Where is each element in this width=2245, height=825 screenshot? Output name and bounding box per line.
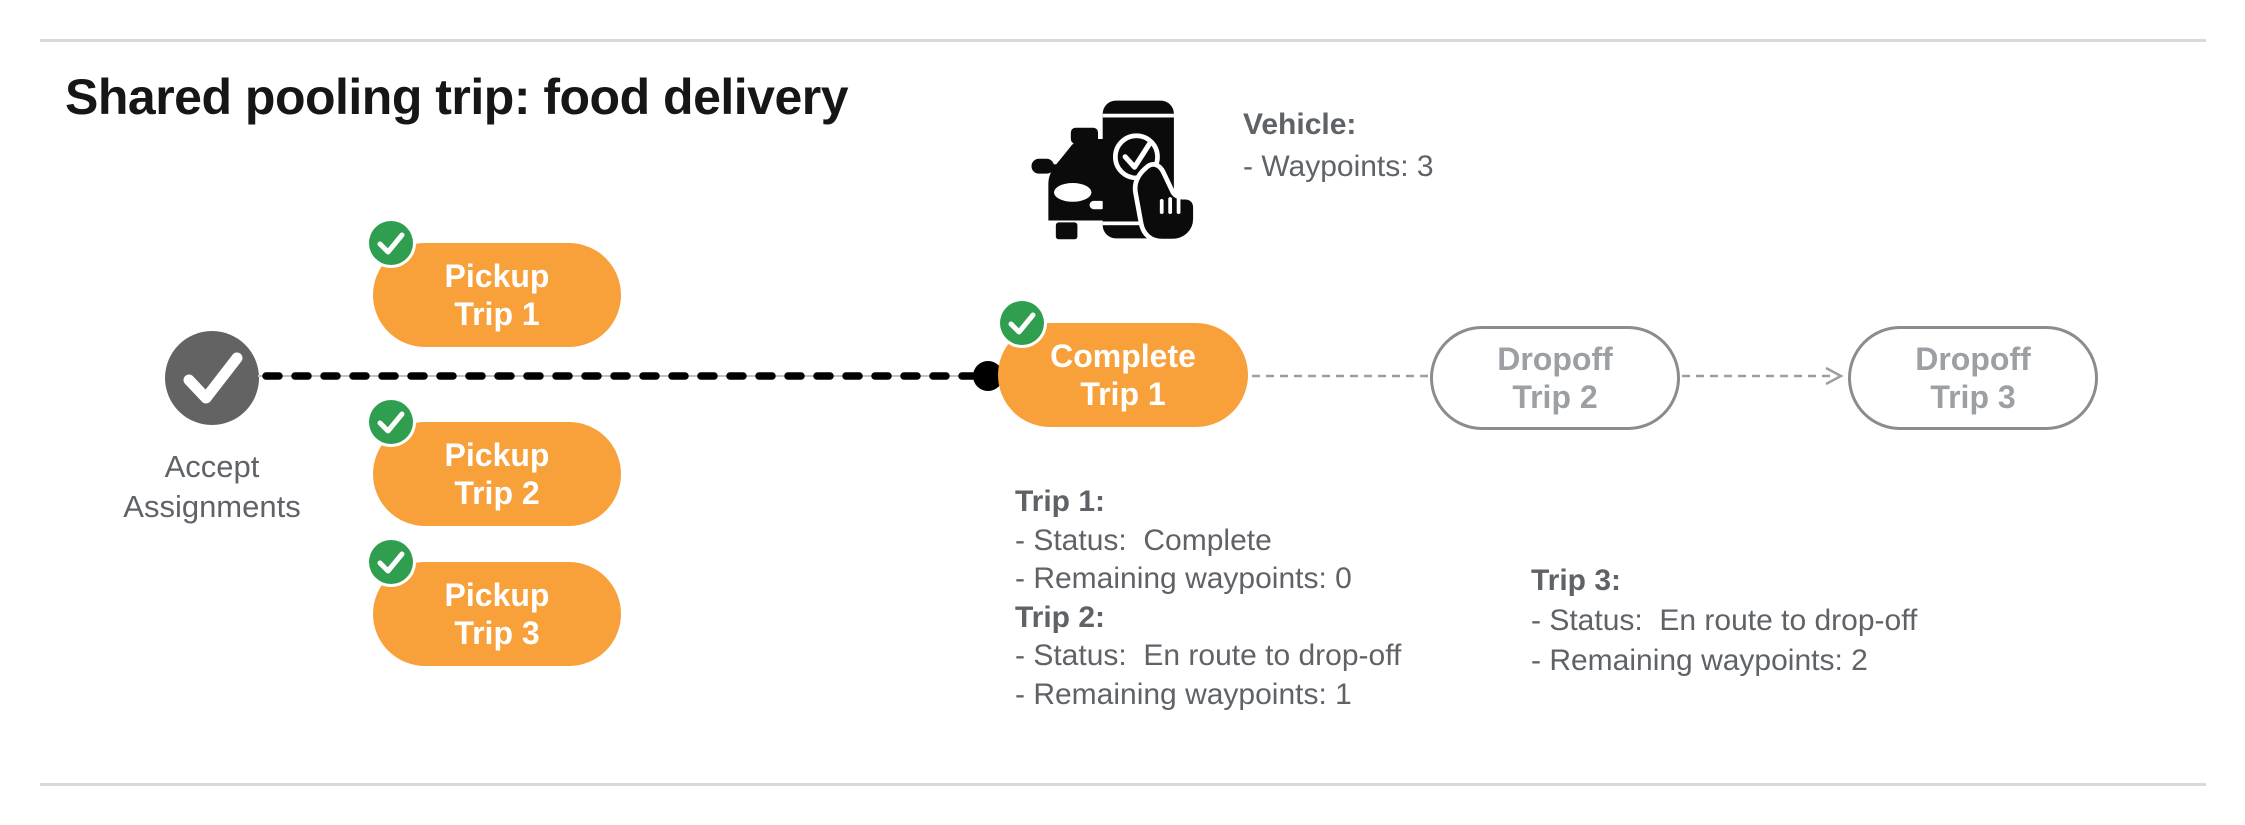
node-dropoff-trip-3: Dropoff Trip 3 [1848,326,2098,430]
trip-3-status: - Status: En route to drop-off [1531,604,1918,637]
start-label-line2: Assignments [123,489,301,524]
node-label: Pickup [444,577,550,613]
check-badge-icon [366,397,416,447]
car-phone-check-icon [1031,100,1198,244]
node-label: Trip 3 [454,615,540,651]
node-label: Trip 1 [454,296,540,332]
node-label: Trip 2 [454,475,540,511]
top-divider [40,39,2206,42]
node-dropoff-trip-2: Dropoff Trip 2 [1430,326,1680,430]
dashed-connector [1252,374,1428,378]
trip-1-heading: Trip 1: [1015,485,1106,518]
page-title: Shared pooling trip: food delivery [65,69,849,125]
arrow-right-icon [1682,366,1844,386]
node-pickup-trip-2: Pickup Trip 2 [373,422,621,526]
trip-2-heading: Trip 2: [1015,600,1106,634]
start-label-line1: Accept [164,449,260,484]
node-complete-trip-1: Complete Trip 1 [998,323,1248,427]
vehicle-waypoints: - Waypoints: 3 [1243,150,1434,183]
trip-3-waypoints: - Remaining waypoints: 2 [1531,644,1868,677]
check-badge-icon [366,218,416,268]
node-label: Trip 2 [1512,379,1598,415]
trip-1-status: - Status: Complete [1015,523,1272,557]
trip-1-waypoints: - Remaining waypoints: 0 [1015,562,1352,595]
node-label: Trip 1 [1080,376,1166,412]
check-badge-icon [997,298,1047,348]
node-label: Dropoff [1915,341,2031,377]
bottom-divider [40,783,2206,786]
node-pickup-trip-1: Pickup Trip 1 [373,243,621,347]
node-label: Complete [1050,338,1196,374]
trip-2-waypoints: - Remaining waypoints: 1 [1015,677,1352,711]
trip-status-block-left: Trip 1: - Status: Complete - Remaining w… [1015,483,1401,714]
vehicle-heading: Vehicle: [1243,108,1357,141]
vehicle-info: Vehicle: - Waypoints: 3 [1243,104,1434,188]
check-circle-icon [165,331,259,425]
node-label: Trip 3 [1930,379,2016,415]
start-node-label: Accept Assignments [87,447,337,527]
dashed-route-line [258,372,988,380]
trip-3-heading: Trip 3: [1531,564,1622,597]
trip-2-status: - Status: En route to drop-off [1015,639,1402,672]
node-pickup-trip-3: Pickup Trip 3 [373,562,621,666]
check-badge-icon [366,537,416,587]
node-label: Pickup [444,258,550,294]
trip-status-block-right: Trip 3: - Status: En route to drop-off -… [1531,561,1917,681]
node-label: Dropoff [1497,341,1613,377]
node-label: Pickup [444,437,550,473]
